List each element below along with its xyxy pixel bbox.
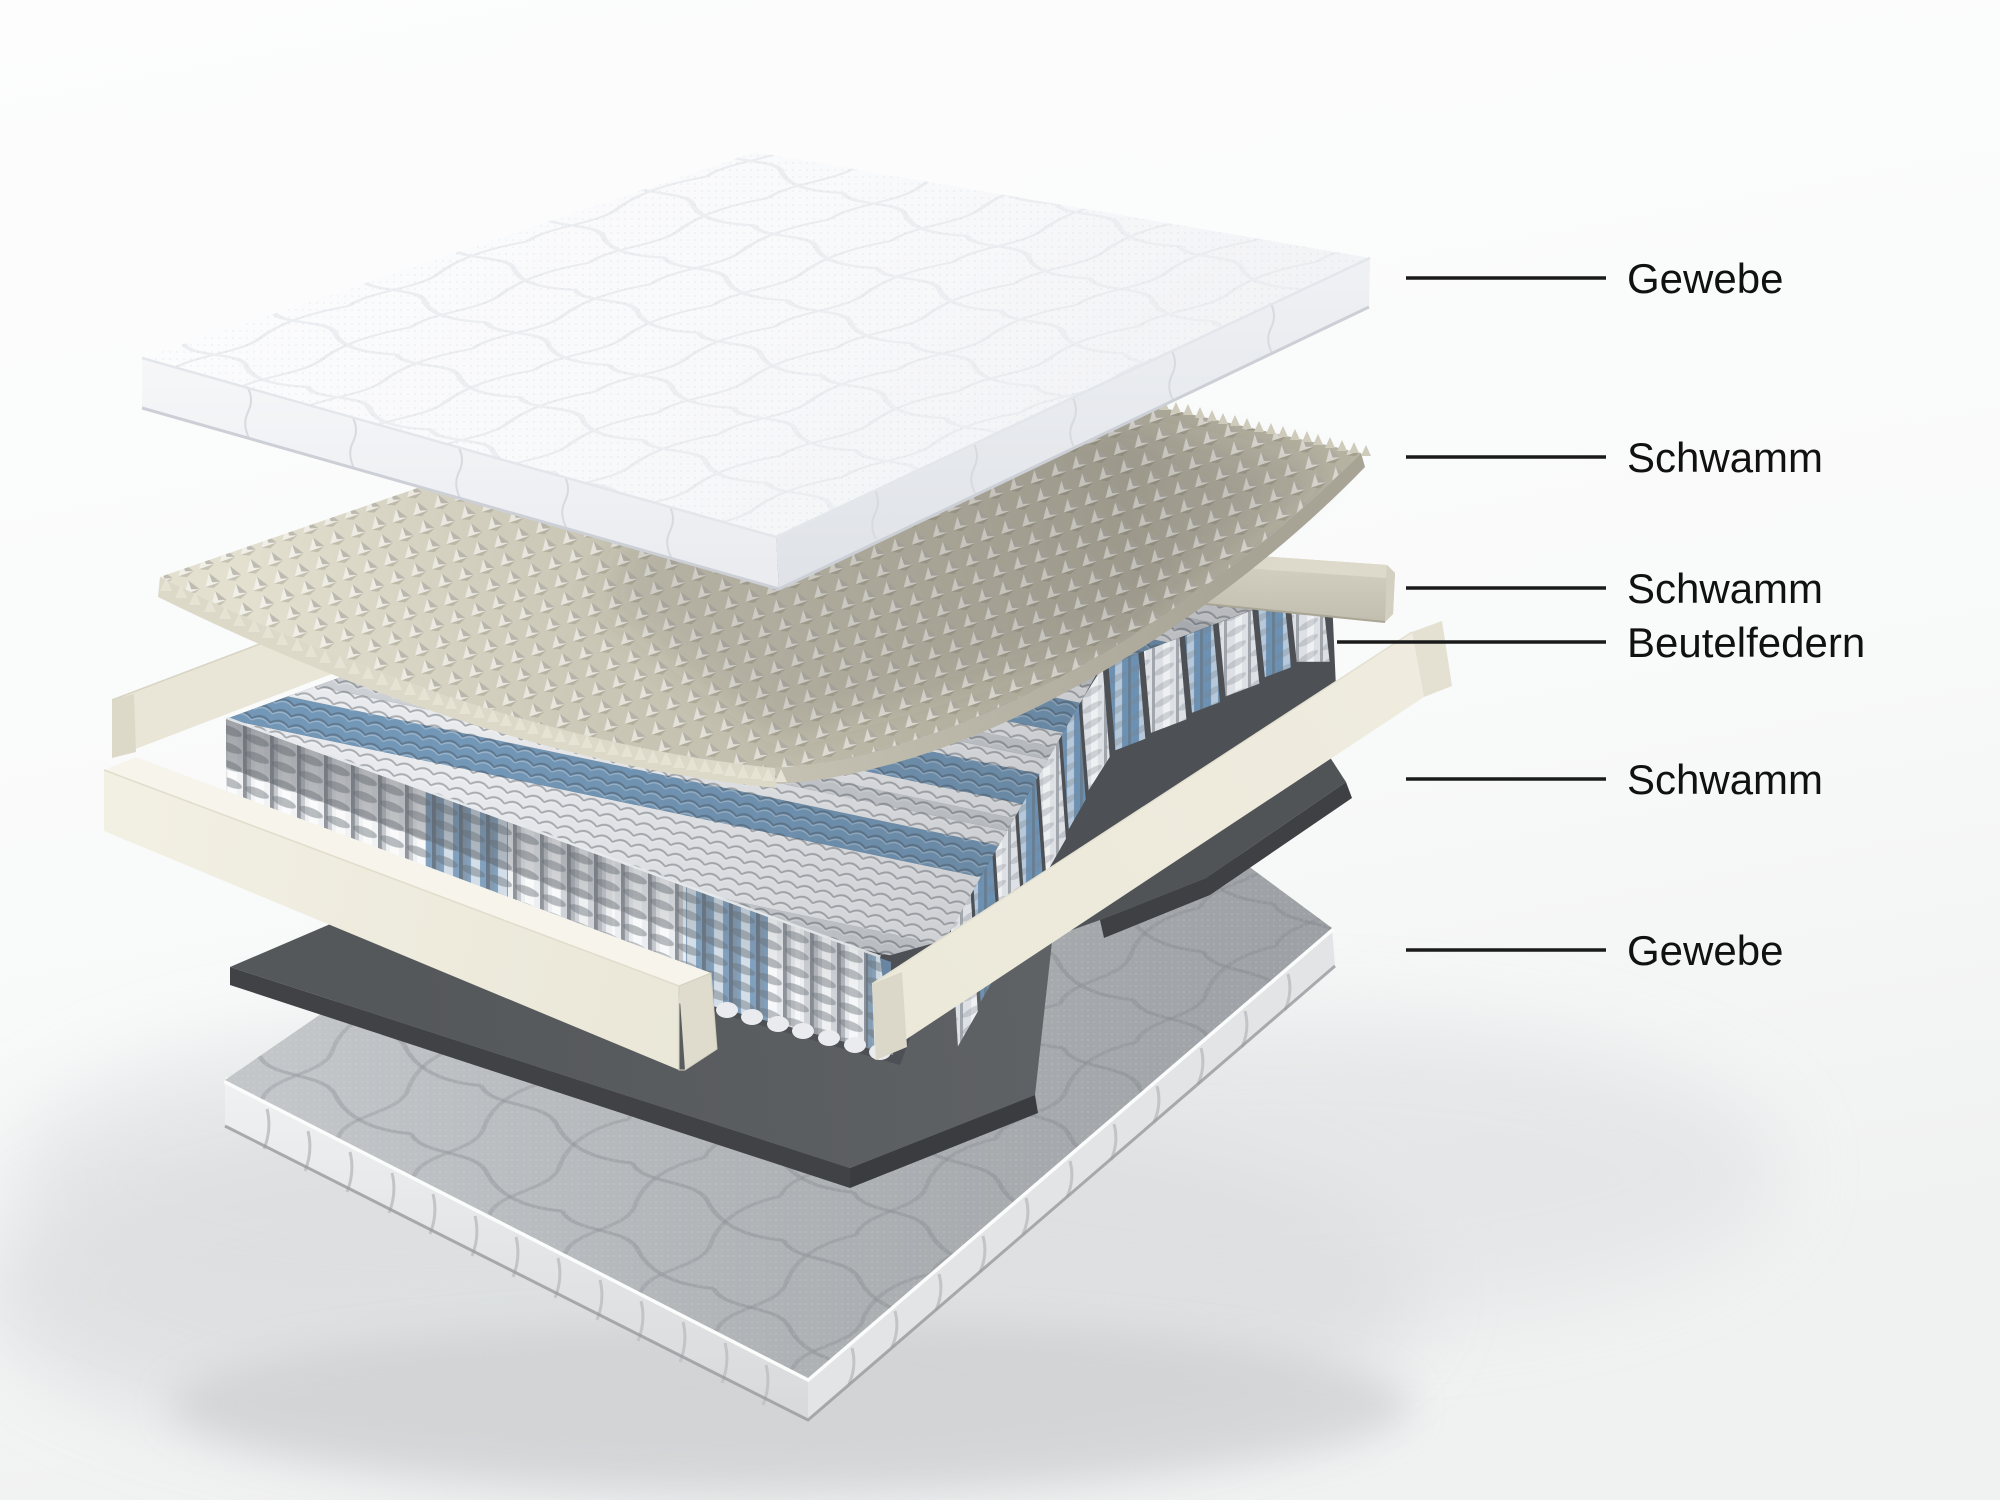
svg-text:Gewebe: Gewebe <box>1627 927 1783 974</box>
svg-text:Schwamm: Schwamm <box>1627 756 1823 803</box>
svg-text:Beutelfedern: Beutelfedern <box>1627 619 1865 666</box>
svg-text:Gewebe: Gewebe <box>1627 255 1783 302</box>
svg-text:Schwamm: Schwamm <box>1627 434 1823 481</box>
svg-text:Schwamm: Schwamm <box>1627 565 1823 612</box>
